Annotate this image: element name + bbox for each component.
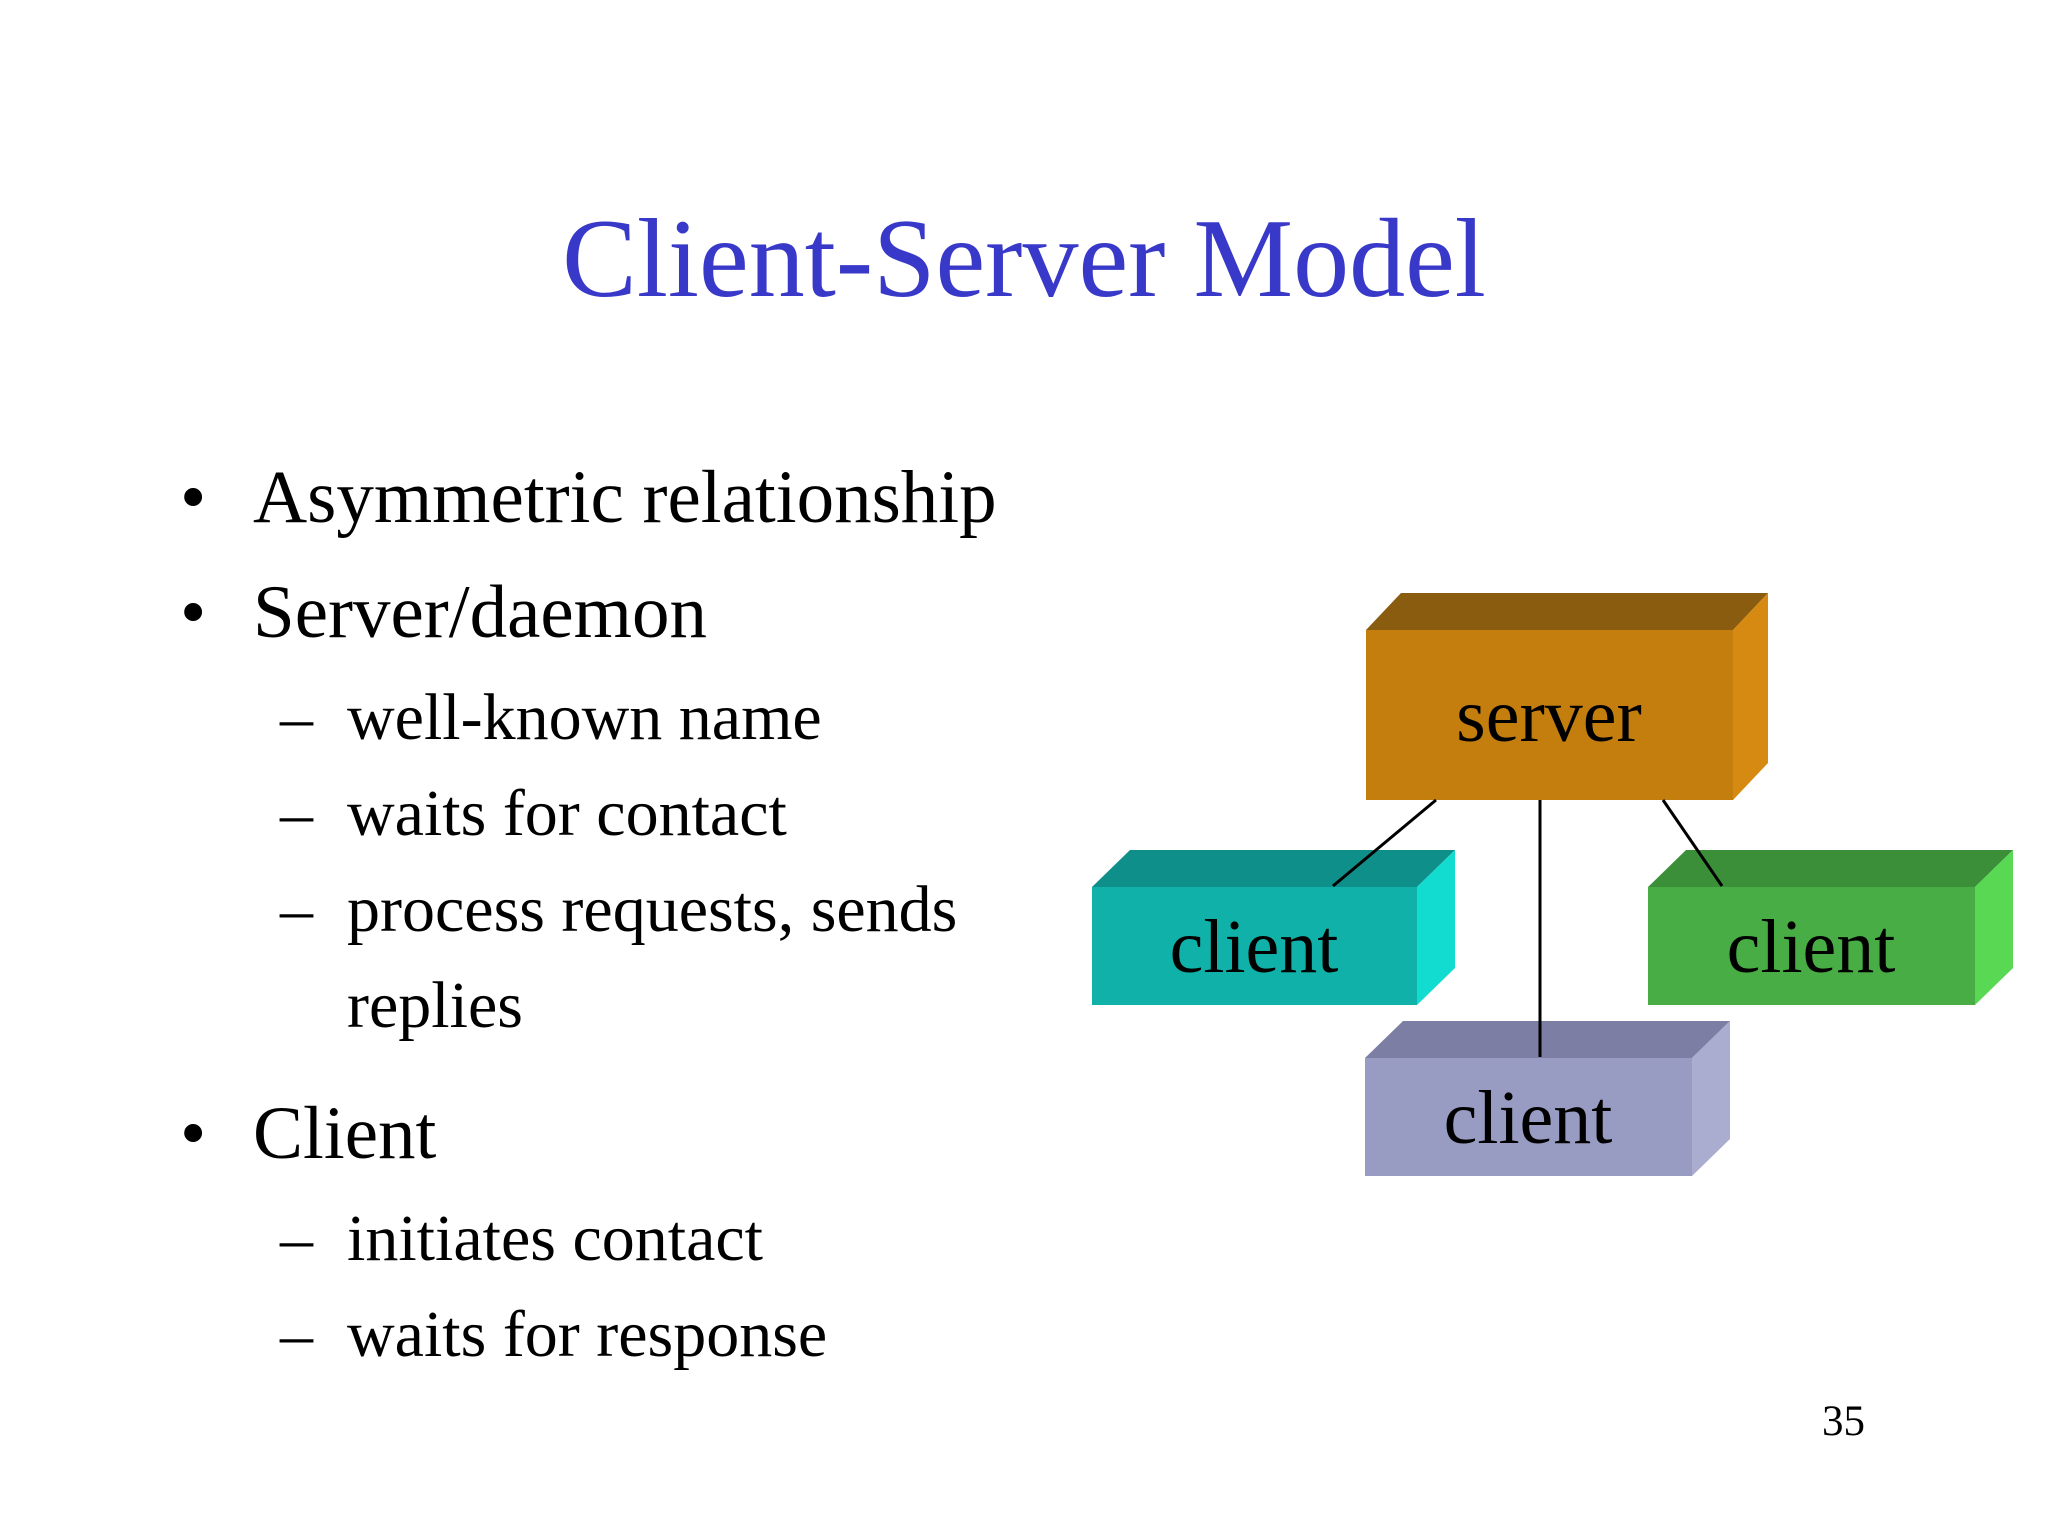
connector-lines <box>1332 798 1724 1057</box>
dash-icon: – <box>280 777 313 850</box>
list-item: • Server/daemon <box>180 555 1100 670</box>
server-box-top <box>1366 593 1768 630</box>
sub-list-item: – waits for response <box>180 1287 1100 1383</box>
client-box-right-front <box>1648 887 1975 1005</box>
client-server-diagram: server client client client <box>1092 593 2013 1176</box>
client-box-left: client <box>1092 850 1455 1005</box>
sub-list-item: – well-known name <box>180 670 1100 766</box>
client-box-left-label: client <box>1170 905 1339 989</box>
sub-list-item: – process requests, sends replies <box>180 862 1100 1054</box>
server-box-side <box>1733 593 1768 800</box>
connector-server-client-right <box>1661 799 1724 887</box>
server-box: server <box>1366 593 1768 800</box>
client-box-right-side <box>1975 850 2013 1005</box>
bullet-icon: • <box>180 456 207 539</box>
client-box-left-top <box>1092 850 1455 887</box>
page-title: Client-Server Model <box>562 197 1486 321</box>
list-item-text: Client <box>253 1092 437 1175</box>
list-item-text: Asymmetric relationship <box>253 456 997 539</box>
connector-server-client-left <box>1332 798 1437 888</box>
list-item: • Asymmetric relationship <box>180 440 1100 555</box>
page-number: 35 <box>1822 1398 1865 1445</box>
list-item-text: waits for response <box>347 1298 828 1371</box>
list-item: • Client <box>180 1076 1100 1191</box>
client-box-bottom: client <box>1365 1021 1730 1176</box>
client-box-bottom-side <box>1692 1021 1730 1176</box>
dash-icon: – <box>280 1202 313 1275</box>
client-box-bottom-top <box>1365 1021 1730 1058</box>
server-box-front <box>1366 630 1733 800</box>
list-item-text: waits for contact <box>347 777 787 850</box>
bullet-list: • Asymmetric relationship • Server/daemo… <box>180 440 1100 1383</box>
dash-icon: – <box>280 681 313 754</box>
bullet-icon: • <box>180 571 207 654</box>
client-box-right-top <box>1648 850 2013 887</box>
dash-icon: – <box>280 1298 313 1371</box>
client-box-right: client <box>1648 850 2013 1005</box>
list-item-text: initiates contact <box>347 1202 764 1275</box>
client-box-left-side <box>1417 850 1455 1005</box>
list-item-text: process requests, sends replies <box>347 873 958 1042</box>
sub-list-item: – initiates contact <box>180 1191 1100 1287</box>
dash-icon: – <box>280 873 313 946</box>
sub-list-item: – waits for contact <box>180 766 1100 862</box>
client-box-bottom-label: client <box>1444 1076 1613 1160</box>
client-box-bottom-front <box>1365 1058 1692 1176</box>
list-item-text: well-known name <box>347 681 822 754</box>
client-box-right-label: client <box>1727 905 1896 989</box>
bullet-icon: • <box>180 1092 207 1175</box>
client-box-left-front <box>1092 887 1417 1005</box>
list-item-text: Server/daemon <box>253 571 707 654</box>
server-box-label: server <box>1456 674 1642 758</box>
